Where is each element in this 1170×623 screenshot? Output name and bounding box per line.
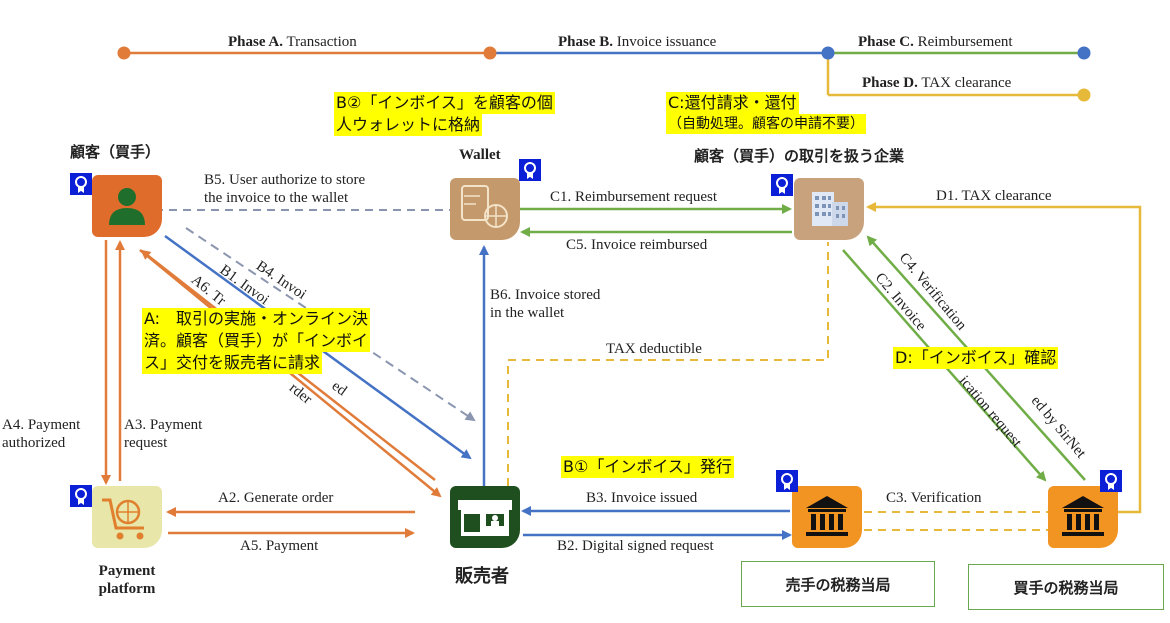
d1-arrow [866,202,1142,514]
buyer-tax-authority-label: 買手の税務当局 [968,564,1164,610]
c1-label: C1. Reimbursement request [550,189,718,205]
phase-a-label: Phase A. Transaction [228,34,357,50]
annotation-b1: B①「インボイス」発行 [561,456,734,478]
annotation-a: A: 取引の実施・オンライン決 済。顧客（買手）が「インボイ ス」交付を販売者に… [142,308,371,374]
annotation-d: D:「インボイス」確認 [893,347,1059,369]
d1-label: D1. TAX clearance [936,188,1052,204]
seller-title: 販売者 [455,566,509,587]
customer-title: 顧客（買手） [70,143,161,161]
company-badge-icon [771,174,793,196]
seller-tax-authority-label: 売手の税務当局 [741,561,935,607]
seller-tax-badge-icon [776,470,798,492]
payment-platform-node[interactable] [92,486,162,548]
wallet-title: Wallet [459,147,501,163]
company-title: 顧客（買手）の取引を扱う企業 [694,147,905,165]
bank-icon [1062,496,1104,536]
buyer-tax-node[interactable] [1048,486,1118,548]
chip-wallet-icon [461,185,508,228]
seller-tax-node[interactable] [792,486,862,548]
phase-b-label: Phase B. Invoice issuance [558,34,717,50]
wallet-badge-icon [519,159,541,181]
person-icon [109,188,145,225]
a5-label: A5. Payment [240,538,319,554]
c5-label: C5. Invoice reimbursed [566,237,708,253]
office-building-icon [812,192,848,226]
b2-label: B2. Digital signed request [557,538,714,554]
company-node[interactable] [794,178,864,240]
tax-deductible-connector [507,242,829,486]
customer-node[interactable] [92,175,162,237]
shopping-cart-icon [102,498,144,540]
seller-node[interactable] [450,486,520,548]
phase-c-label: Phase C. Reimbursement [858,34,1013,50]
storefront-icon [458,500,512,536]
customer-badge-icon [70,173,92,195]
annotation-b2: B②「インボイス」を顧客の個 人ウォレットに格納 [334,92,555,136]
tax-deductible-label: TAX deductible [606,341,702,357]
phase-d-label: Phase D. TAX clearance [862,75,1012,91]
phase-timeline [117,46,1091,102]
annotation-c: C:還付請求・還付 （自動処理。顧客の申請不要） [666,92,866,134]
bank-icon [806,496,848,536]
buyer-tax-badge-icon [1100,470,1122,492]
platform-badge-icon [70,485,92,507]
c3-label: C3. Verification [886,490,982,506]
b3-label: B3. Invoice issued [586,490,698,506]
a2-label: A2. Generate order [218,490,334,506]
wallet-node[interactable] [450,178,520,240]
